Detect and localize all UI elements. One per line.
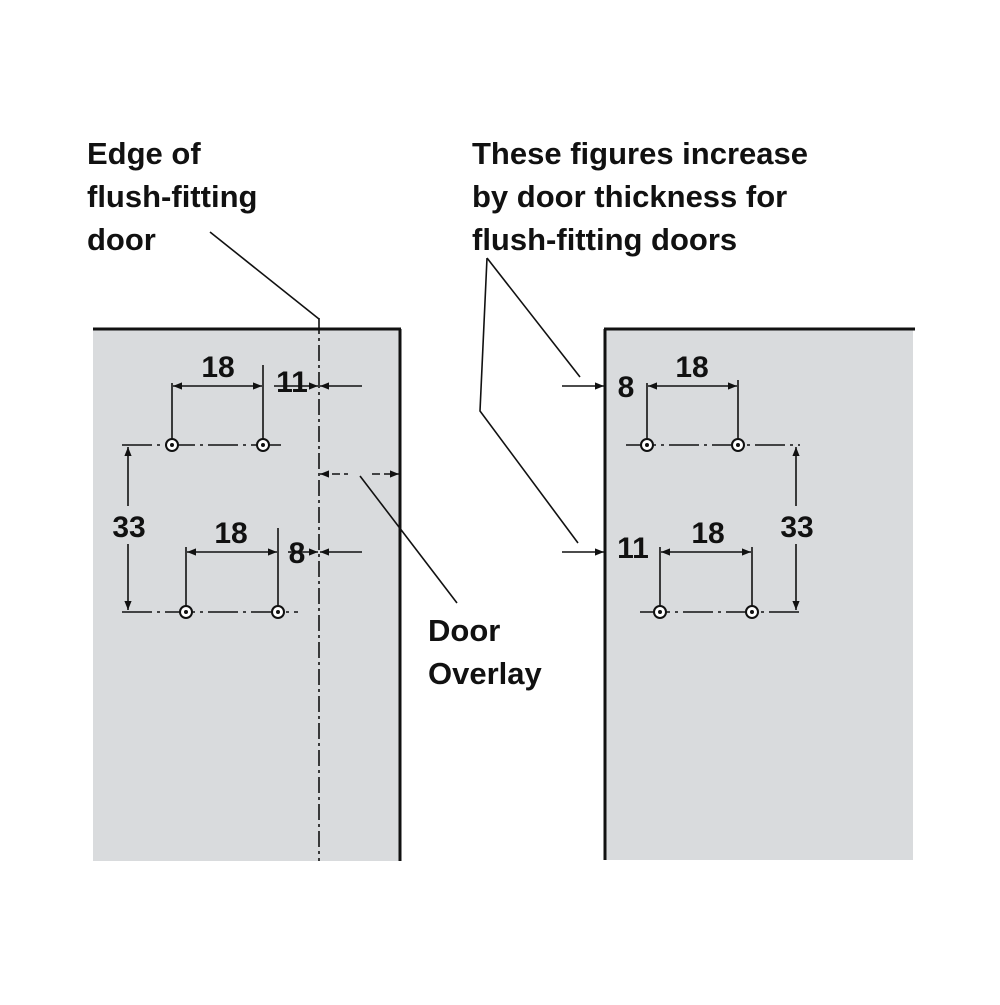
left-panel-face <box>93 329 400 861</box>
edge-label-line: Edge of <box>87 136 201 171</box>
edge-leader-line <box>209 231 320 320</box>
hole-center <box>184 610 188 614</box>
left-cabinet-panel: 18 11 33 18 8 <box>93 318 402 861</box>
dim-bottom-edge-offset: 8 <box>289 537 306 570</box>
dim-bottom-spacing: 18 <box>214 517 247 550</box>
edge-label-line: door <box>87 222 156 257</box>
hole-center <box>170 443 174 447</box>
hole-center <box>750 610 754 614</box>
hole-center <box>736 443 740 447</box>
figures-leader-line-top <box>486 257 581 378</box>
hole-center <box>645 443 649 447</box>
hole-center <box>658 610 662 614</box>
dim-top-spacing: 18 <box>201 351 234 384</box>
right-panel-face <box>606 329 913 860</box>
dim-top-edge-offset: 11 <box>276 366 308 399</box>
dim-top-edge-offset: 8 <box>618 371 635 404</box>
right-cabinet-panel: 18 8 33 18 11 <box>562 327 915 860</box>
hole-center <box>276 610 280 614</box>
edge-of-door-label: Edge of flush-fitting door <box>87 132 257 261</box>
note-line: These figures increase <box>472 136 808 171</box>
dim-label-mask <box>104 506 154 544</box>
dim-label-mask <box>772 506 822 544</box>
figures-increase-note: These figures increase by door thickness… <box>472 132 808 261</box>
dim-vertical-spacing: 33 <box>780 511 813 544</box>
overlay-label-line: Door <box>428 613 501 648</box>
dim-vertical-spacing: 33 <box>112 511 145 544</box>
figures-leader-line-bottom <box>479 257 579 544</box>
edge-label-line: flush-fitting <box>87 179 258 214</box>
overlay-label-line: Overlay <box>428 656 542 691</box>
note-line: by door thickness for <box>472 179 788 214</box>
dim-bottom-spacing: 18 <box>691 517 724 550</box>
hole-center <box>261 443 265 447</box>
overlay-leader-line <box>359 475 458 604</box>
dim-bottom-edge-offset: 11 <box>617 532 649 565</box>
note-line: flush-fitting doors <box>472 222 738 257</box>
door-overlay-label: Door Overlay <box>428 609 542 695</box>
dim-top-spacing: 18 <box>675 351 708 384</box>
